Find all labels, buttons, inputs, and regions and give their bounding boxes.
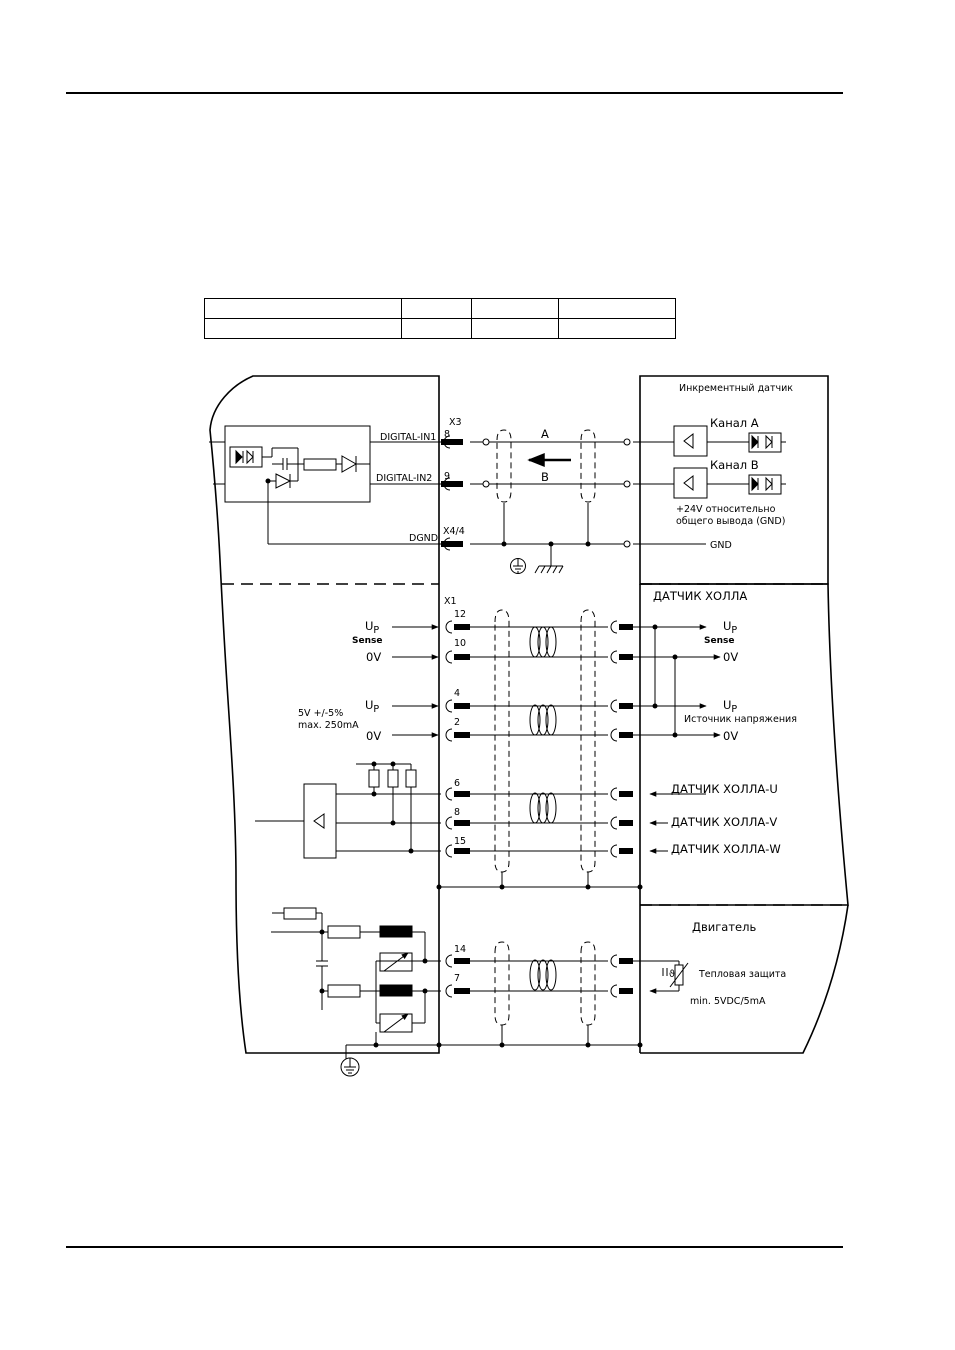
hall-0v-label: 0V [723,729,738,743]
connector-sockets-drive [443,435,453,998]
top-rule [66,92,843,94]
pin-label: 8 [444,429,450,440]
pin-label: 12 [454,609,466,620]
encoder-buffer-b [673,467,708,499]
hall-up-label: UP [723,619,737,636]
thermal-theta: ϑ [669,969,675,980]
table-cell [558,318,676,339]
connector-pins-drive [441,439,470,994]
hall-up-label: UP [723,698,737,715]
pin-label: 6 [454,778,460,789]
encoder-gnd: GND [710,540,732,551]
connector-x1-label: X1 [444,596,457,607]
shield [580,429,596,503]
encoder-title: Инкрементный датчик [679,383,793,394]
pin-label: 10 [454,638,466,649]
table-row [204,318,676,339]
drive-0v-label: 0V [366,650,381,664]
connector-x4-label: X4/4 [443,526,465,537]
encoder-supply-line2: общего вывода (GND) [676,516,785,527]
table-row [204,298,676,319]
connector-x3-label: X3 [449,417,462,428]
thermal-label: Тепловая защита [698,969,786,980]
hall-w-label: ДАТЧИК ХОЛЛА-W [671,842,781,856]
hall-title: ДАТЧИК ХОЛЛА [653,589,747,603]
drive-outline [209,375,440,1054]
motor-title: Двигатель [692,920,756,934]
thermal-rating: min. 5VDC/5mA [690,996,766,1007]
hall-input-buffer [303,783,337,859]
twisted-pair [529,959,557,991]
pin-label: 14 [454,944,466,955]
channel-a-label: A [541,427,549,441]
spec-table [204,298,676,339]
encoder-outline [639,375,829,585]
shield [494,941,510,1026]
twisted-pair [529,704,557,736]
drive-tolerance: 5V +/-5% [298,708,343,719]
encoder-channel-b: Канал B [710,458,759,472]
shield [580,941,596,1026]
twisted-pair [529,626,557,658]
twisted-pair [529,792,557,824]
encoder-channel-a: Канал A [710,416,759,430]
pin-label: 4 [454,688,460,699]
connector-pins-sensor [619,624,633,994]
hall-0v-label: 0V [723,650,738,664]
encoder-supply-line1: +24V относительно [676,504,776,515]
bottom-rule [66,1246,843,1248]
pin-label: 8 [454,807,460,818]
shield [496,429,512,503]
signal-dgnd: DGND [409,533,438,544]
shield [580,609,596,873]
shield [494,609,510,873]
hall-body-outline [640,583,849,906]
motor-outline [640,904,849,1054]
hall-v-label: ДАТЧИК ХОЛЛА-V [671,815,777,829]
pin-label: 2 [454,717,460,728]
hall-sense-label: Sense [704,636,734,646]
encoder-buffer-a [673,425,708,457]
hall-u-label: ДАТЧИК ХОЛЛА-U [671,782,778,796]
drive-max-current: max. 250mA [298,720,359,731]
pin-label: 15 [454,836,466,847]
drive-up-label: UP [365,619,379,636]
drive-sense-label: Sense [352,636,382,646]
signal-digital-in1: DIGITAL-IN1 [380,432,436,443]
pin-label: 7 [454,973,460,984]
drive-up-label: UP [365,698,379,715]
connector-sockets-sensor [610,620,618,998]
drive-0v-label: 0V [366,729,381,743]
channel-b-label: B [541,470,549,484]
pin-label: 9 [444,471,450,482]
hall-supply-label: Источник напряжения [684,714,797,725]
signal-digital-in2: DIGITAL-IN2 [376,473,432,484]
